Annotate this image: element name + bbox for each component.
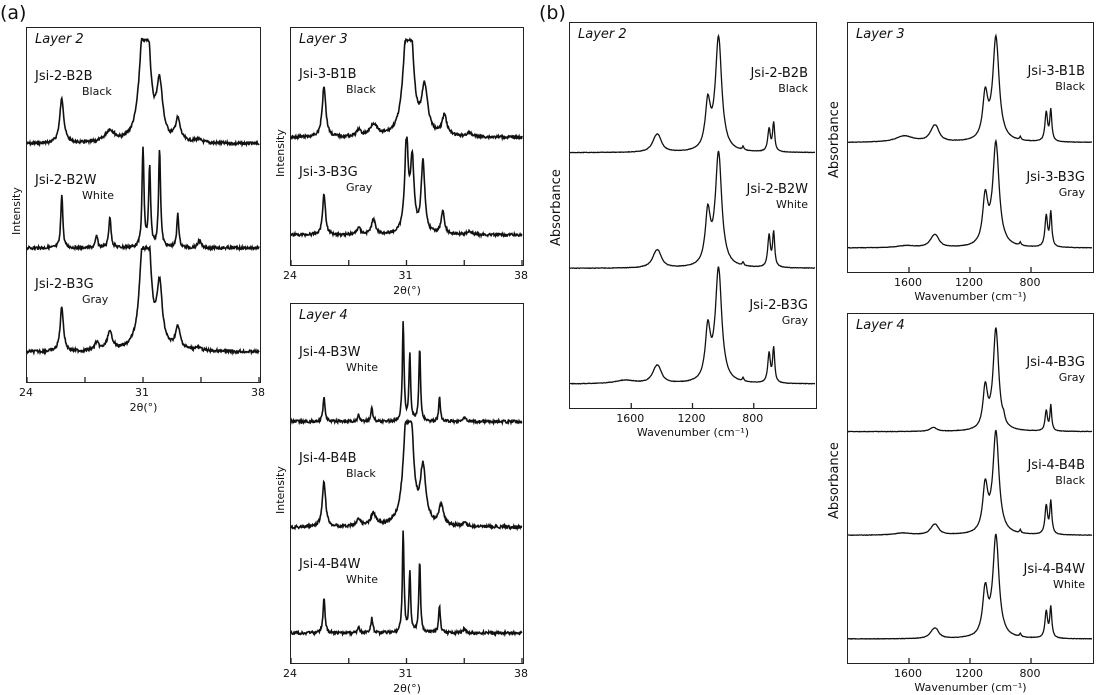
series-color-label: Gray bbox=[82, 292, 109, 306]
x-tick-label: 31 bbox=[398, 269, 413, 282]
series-name-label: Jsi-4-B4W bbox=[1023, 562, 1085, 578]
series-name-label: Jsi-3-B1B bbox=[299, 67, 357, 83]
x-axis-label: Wavenumber (cm⁻¹) bbox=[636, 426, 750, 439]
y-axis-label: Intensity bbox=[274, 128, 287, 177]
series-color-label: White bbox=[1053, 578, 1085, 592]
layer-title: Layer 3 bbox=[299, 32, 348, 47]
series-line bbox=[847, 138, 1093, 249]
series-line bbox=[290, 37, 523, 142]
series-line bbox=[847, 327, 1093, 433]
series-color-label: Black bbox=[778, 82, 808, 96]
series-line bbox=[26, 244, 260, 356]
panel-b-label: (b) bbox=[539, 2, 566, 24]
series-line bbox=[848, 429, 1093, 537]
x-tick-label: 31 bbox=[398, 667, 413, 680]
series-line bbox=[847, 33, 1093, 143]
panel-a-label: (a) bbox=[0, 2, 27, 24]
x-axis-label: 2θ(°) bbox=[393, 682, 421, 695]
x-tick-label: 1200 bbox=[955, 667, 983, 680]
series-line bbox=[847, 533, 1092, 640]
series-color-label: Gray bbox=[781, 313, 808, 327]
series-line bbox=[290, 136, 523, 239]
series-color-label: White bbox=[346, 361, 378, 375]
series-name-label: Jsi-2-B2W bbox=[35, 172, 97, 188]
x-tick-label: 1600 bbox=[616, 412, 645, 425]
y-axis-label: Absorbance bbox=[827, 441, 842, 519]
layer-title: Layer 4 bbox=[856, 318, 905, 333]
x-tick-label: 31 bbox=[135, 386, 149, 399]
series-color-label: Black bbox=[346, 83, 376, 97]
layer-title: Layer 2 bbox=[578, 27, 627, 42]
series-color-label: White bbox=[82, 188, 114, 202]
x-tick-label: 24 bbox=[19, 386, 33, 399]
series-name-label: Jsi-4-B3W bbox=[299, 345, 361, 361]
spectra-lines bbox=[290, 37, 523, 265]
x-tick-label: 24 bbox=[283, 269, 297, 282]
x-tick-label: 800 bbox=[1019, 667, 1041, 680]
x-axis-label: Wavenumber (cm⁻¹) bbox=[914, 681, 1027, 694]
series-color-label: White bbox=[346, 572, 378, 586]
spectra-lines bbox=[290, 321, 523, 663]
series-name-label: Jsi-2-B2W bbox=[746, 182, 808, 198]
series-name-label: Jsi-3-B3G bbox=[299, 164, 358, 180]
series-name-label: Jsi-2-B3G bbox=[35, 276, 94, 292]
x-tick-label: 1200 bbox=[677, 412, 706, 425]
layer-title: Layer 3 bbox=[856, 27, 905, 42]
series-line bbox=[569, 33, 815, 154]
x-tick-label: 38 bbox=[514, 269, 528, 282]
series-line bbox=[290, 530, 523, 638]
series-name-label: Jsi-4-B4B bbox=[299, 450, 357, 466]
series-line bbox=[26, 37, 260, 148]
spectra-lines bbox=[847, 327, 1093, 663]
series-color-label: Gray bbox=[346, 180, 373, 194]
x-tick-label: 38 bbox=[514, 667, 528, 680]
series-line bbox=[290, 321, 523, 426]
series-name-label: Jsi-2-B2B bbox=[35, 68, 93, 84]
series-name-label: Jsi-2-B3G bbox=[749, 297, 808, 313]
x-axis-label: 2θ(°) bbox=[393, 284, 421, 297]
series-name-label: Jsi-3-B1B bbox=[1027, 64, 1085, 80]
series-color-label: Black bbox=[346, 466, 376, 480]
series-color-label: Black bbox=[1055, 474, 1085, 488]
series-color-label: Gray bbox=[1058, 370, 1085, 384]
series-name-label: Jsi-2-B2B bbox=[750, 66, 808, 82]
series-name-label: Jsi-4-B4B bbox=[1027, 458, 1085, 474]
layer-title: Layer 2 bbox=[35, 32, 84, 47]
y-axis-label: Absorbance bbox=[827, 100, 842, 178]
y-axis-label: Intensity bbox=[274, 465, 287, 514]
x-tick-label: 1600 bbox=[894, 667, 922, 680]
series-line bbox=[290, 418, 523, 532]
x-axis-label: 2θ(°) bbox=[129, 401, 158, 414]
series-name-label: Jsi-3-B3G bbox=[1026, 169, 1085, 185]
x-tick-label: 800 bbox=[742, 412, 764, 425]
x-tick-label: 38 bbox=[251, 386, 265, 399]
x-tick-label: 800 bbox=[1019, 276, 1041, 289]
y-axis-label: Absorbance bbox=[549, 168, 564, 246]
x-tick-label: 24 bbox=[283, 667, 297, 680]
x-tick-label: 1600 bbox=[894, 276, 922, 289]
series-name-label: Jsi-4-B3G bbox=[1026, 354, 1085, 370]
y-axis-label: Intensity bbox=[10, 187, 23, 235]
series-color-label: Gray bbox=[1058, 185, 1085, 199]
series-name-label: Jsi-4-B4W bbox=[299, 556, 361, 572]
layer-title: Layer 4 bbox=[299, 308, 348, 323]
series-line bbox=[569, 266, 816, 385]
series-color-label: Black bbox=[82, 84, 112, 98]
series-color-label: White bbox=[776, 198, 808, 212]
spectra-lines bbox=[847, 33, 1093, 272]
series-color-label: Black bbox=[1055, 80, 1085, 94]
spectra-lines bbox=[26, 37, 260, 382]
series-line bbox=[26, 146, 260, 253]
x-axis-label: Wavenumber (cm⁻¹) bbox=[914, 290, 1027, 303]
spectra-lines bbox=[569, 33, 816, 408]
series-line bbox=[569, 150, 816, 270]
x-tick-label: 1200 bbox=[955, 276, 983, 289]
